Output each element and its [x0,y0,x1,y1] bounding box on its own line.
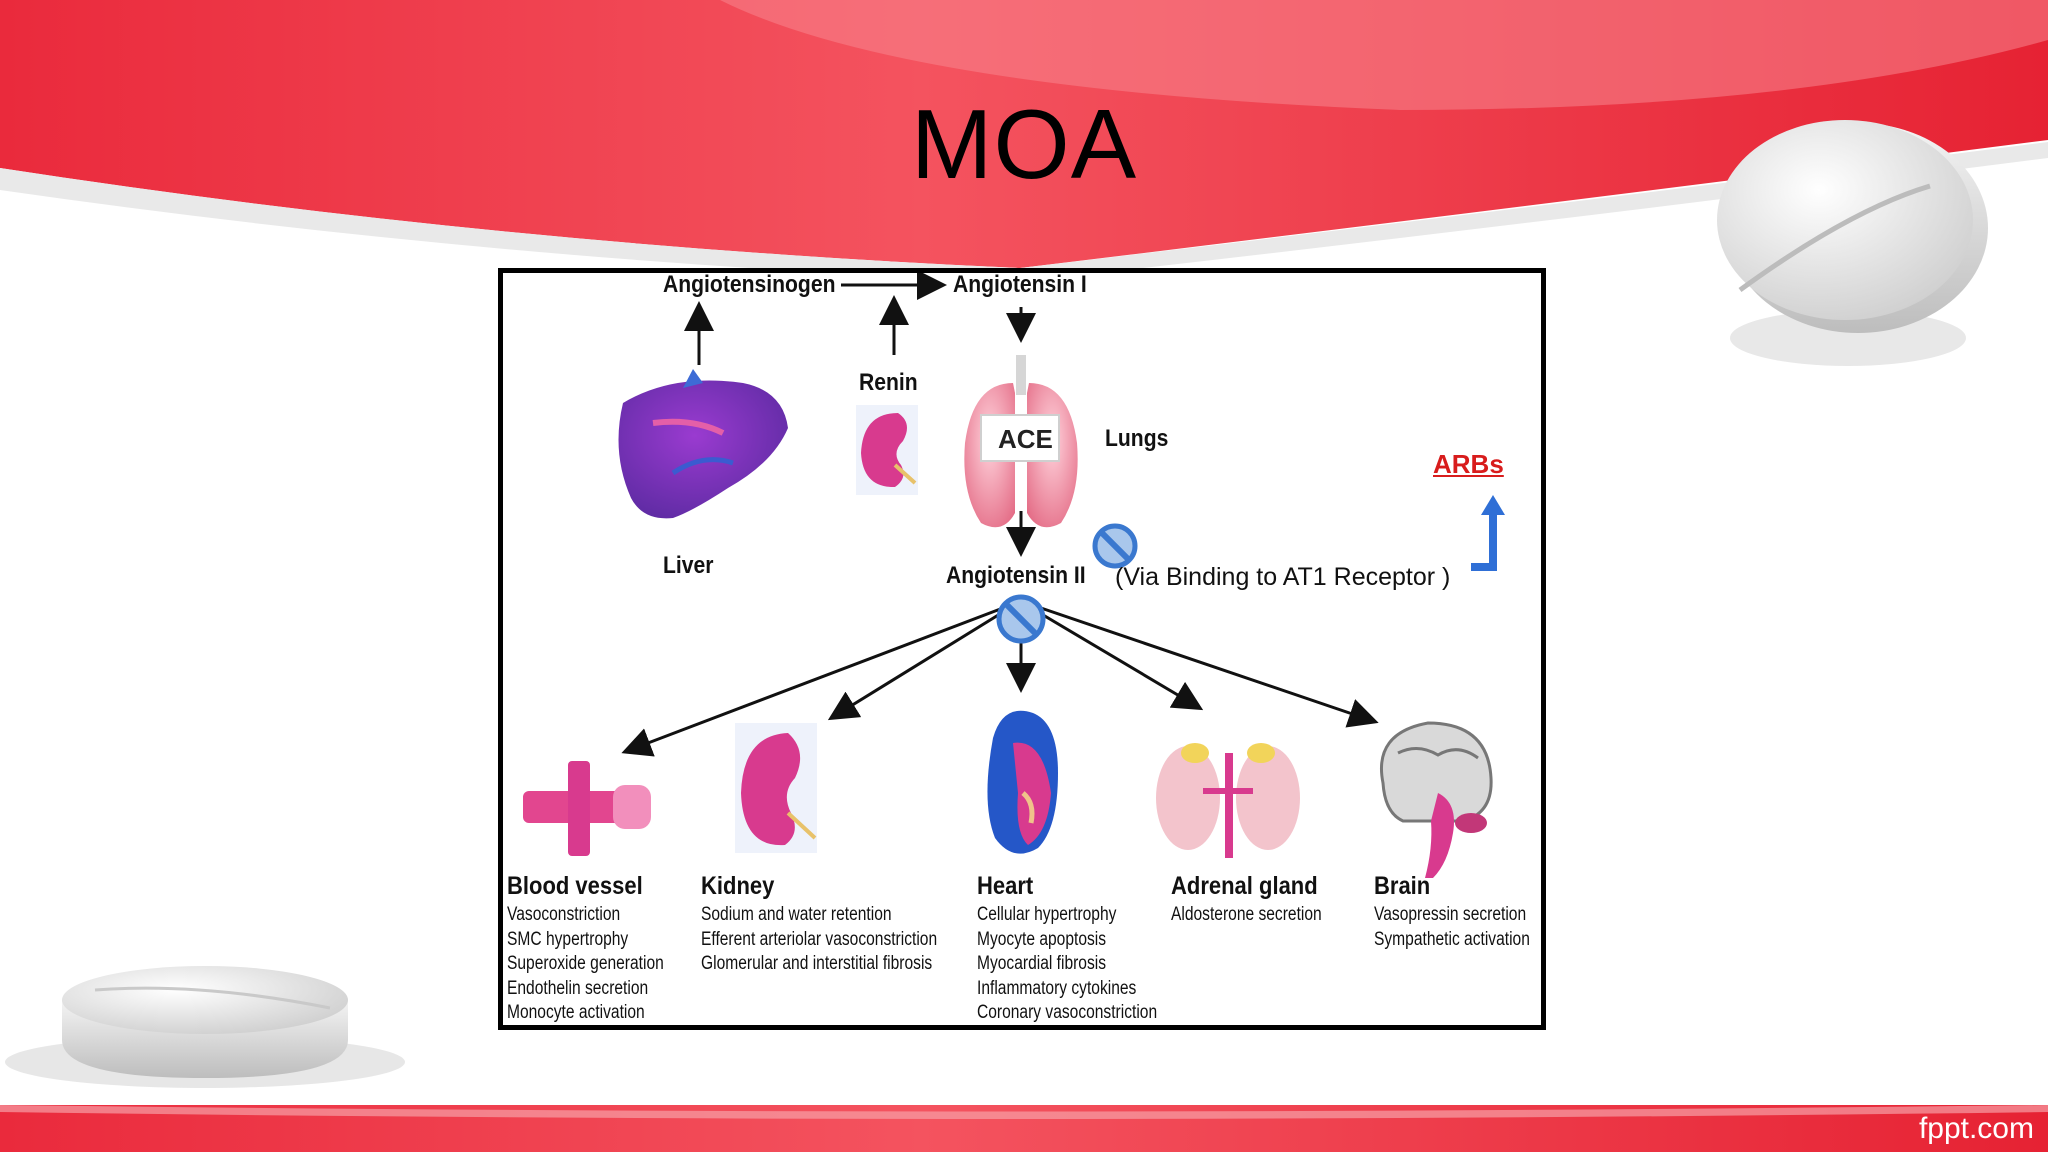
no-entry-icon [1092,523,1138,569]
effect-item: Cellular hypertrophy [977,904,1117,925]
no-entry-icon [996,594,1046,644]
diagram-graphics [523,273,1505,878]
raas-diagram: Angiotensinogen Angiotensin I Renin ACE … [498,268,1546,1030]
organ-name: Kidney [701,872,775,900]
effect-item: Myocyte apoptosis [977,928,1107,950]
ace-label: ACE [998,424,1053,454]
kidney-icon [735,723,817,853]
effect-item: Myocardial fibrosis [977,953,1107,974]
renin-kidney-icon [856,405,918,495]
brain-icon [1380,721,1493,878]
effect-item: Aldosterone secretion [1171,904,1322,925]
organ-name: Heart [977,872,1034,900]
effect-item: Vasopressin secretion [1374,904,1527,925]
angiotensinogen-label: Angiotensinogen [663,271,836,298]
angiotensin-2-label: Angiotensin II [946,562,1086,589]
liver-label: Liver [663,552,714,579]
binding-note: (Via Binding to AT1 Receptor ) [1115,563,1451,591]
liver-icon [618,369,788,519]
slide-title: MOA [910,89,1138,199]
angiotensin-1-label: Angiotensin I [953,271,1087,298]
effect-item: Efferent arteriolar vasoconstriction [701,928,938,950]
organ-name: Adrenal gland [1171,872,1318,900]
organ-name: Blood vessel [507,872,643,900]
organ-kidney: Kidney Sodium and water retention Effere… [701,872,989,977]
organ-name: Brain [1374,872,1431,900]
renin-label: Renin [859,369,918,396]
blood-vessel-icon [523,761,651,856]
organ-adrenal-gland: Adrenal gland Aldosterone secretion [1171,872,1355,928]
footer-brand: fppt.com [1918,1112,2034,1145]
heart-icon [987,710,1058,854]
organ-blood-vessel: Blood vessel Vasoconstriction SMC hypert… [507,872,698,1026]
arbs-arrow-icon [1471,495,1505,571]
effect-item: Vasoconstriction [507,904,621,925]
arrow-to-kidney [827,607,1009,721]
effect-item: Inflammatory cytokines [977,977,1137,999]
effect-item: SMC hypertrophy [507,928,629,950]
arbs-label: ARBs [1433,449,1504,479]
effect-item: Endothelin secretion [507,977,649,999]
organ-brain: Brain Vasopressin secretion Sympathetic … [1374,872,1564,952]
lungs-icon [964,355,1078,528]
organ-heart: Heart Cellular hypertrophy Myocyte apopt… [977,872,1197,1026]
effect-item: Sympathetic activation [1374,928,1530,950]
effect-item: Monocyte activation [507,1002,645,1023]
effect-item: Sodium and water retention [701,904,892,925]
arrow-to-adrenal [1032,607,1204,711]
adrenal-gland-icon [1156,743,1300,858]
effect-item: Superoxide generation [507,953,664,974]
effect-item: Glomerular and interstitial fibrosis [701,953,933,974]
lungs-label: Lungs [1105,425,1169,452]
effect-item: Coronary vasoconstriction [977,1002,1158,1023]
arrow-to-blood-vessel [621,606,1004,757]
arrow-to-brain [1037,605,1379,728]
